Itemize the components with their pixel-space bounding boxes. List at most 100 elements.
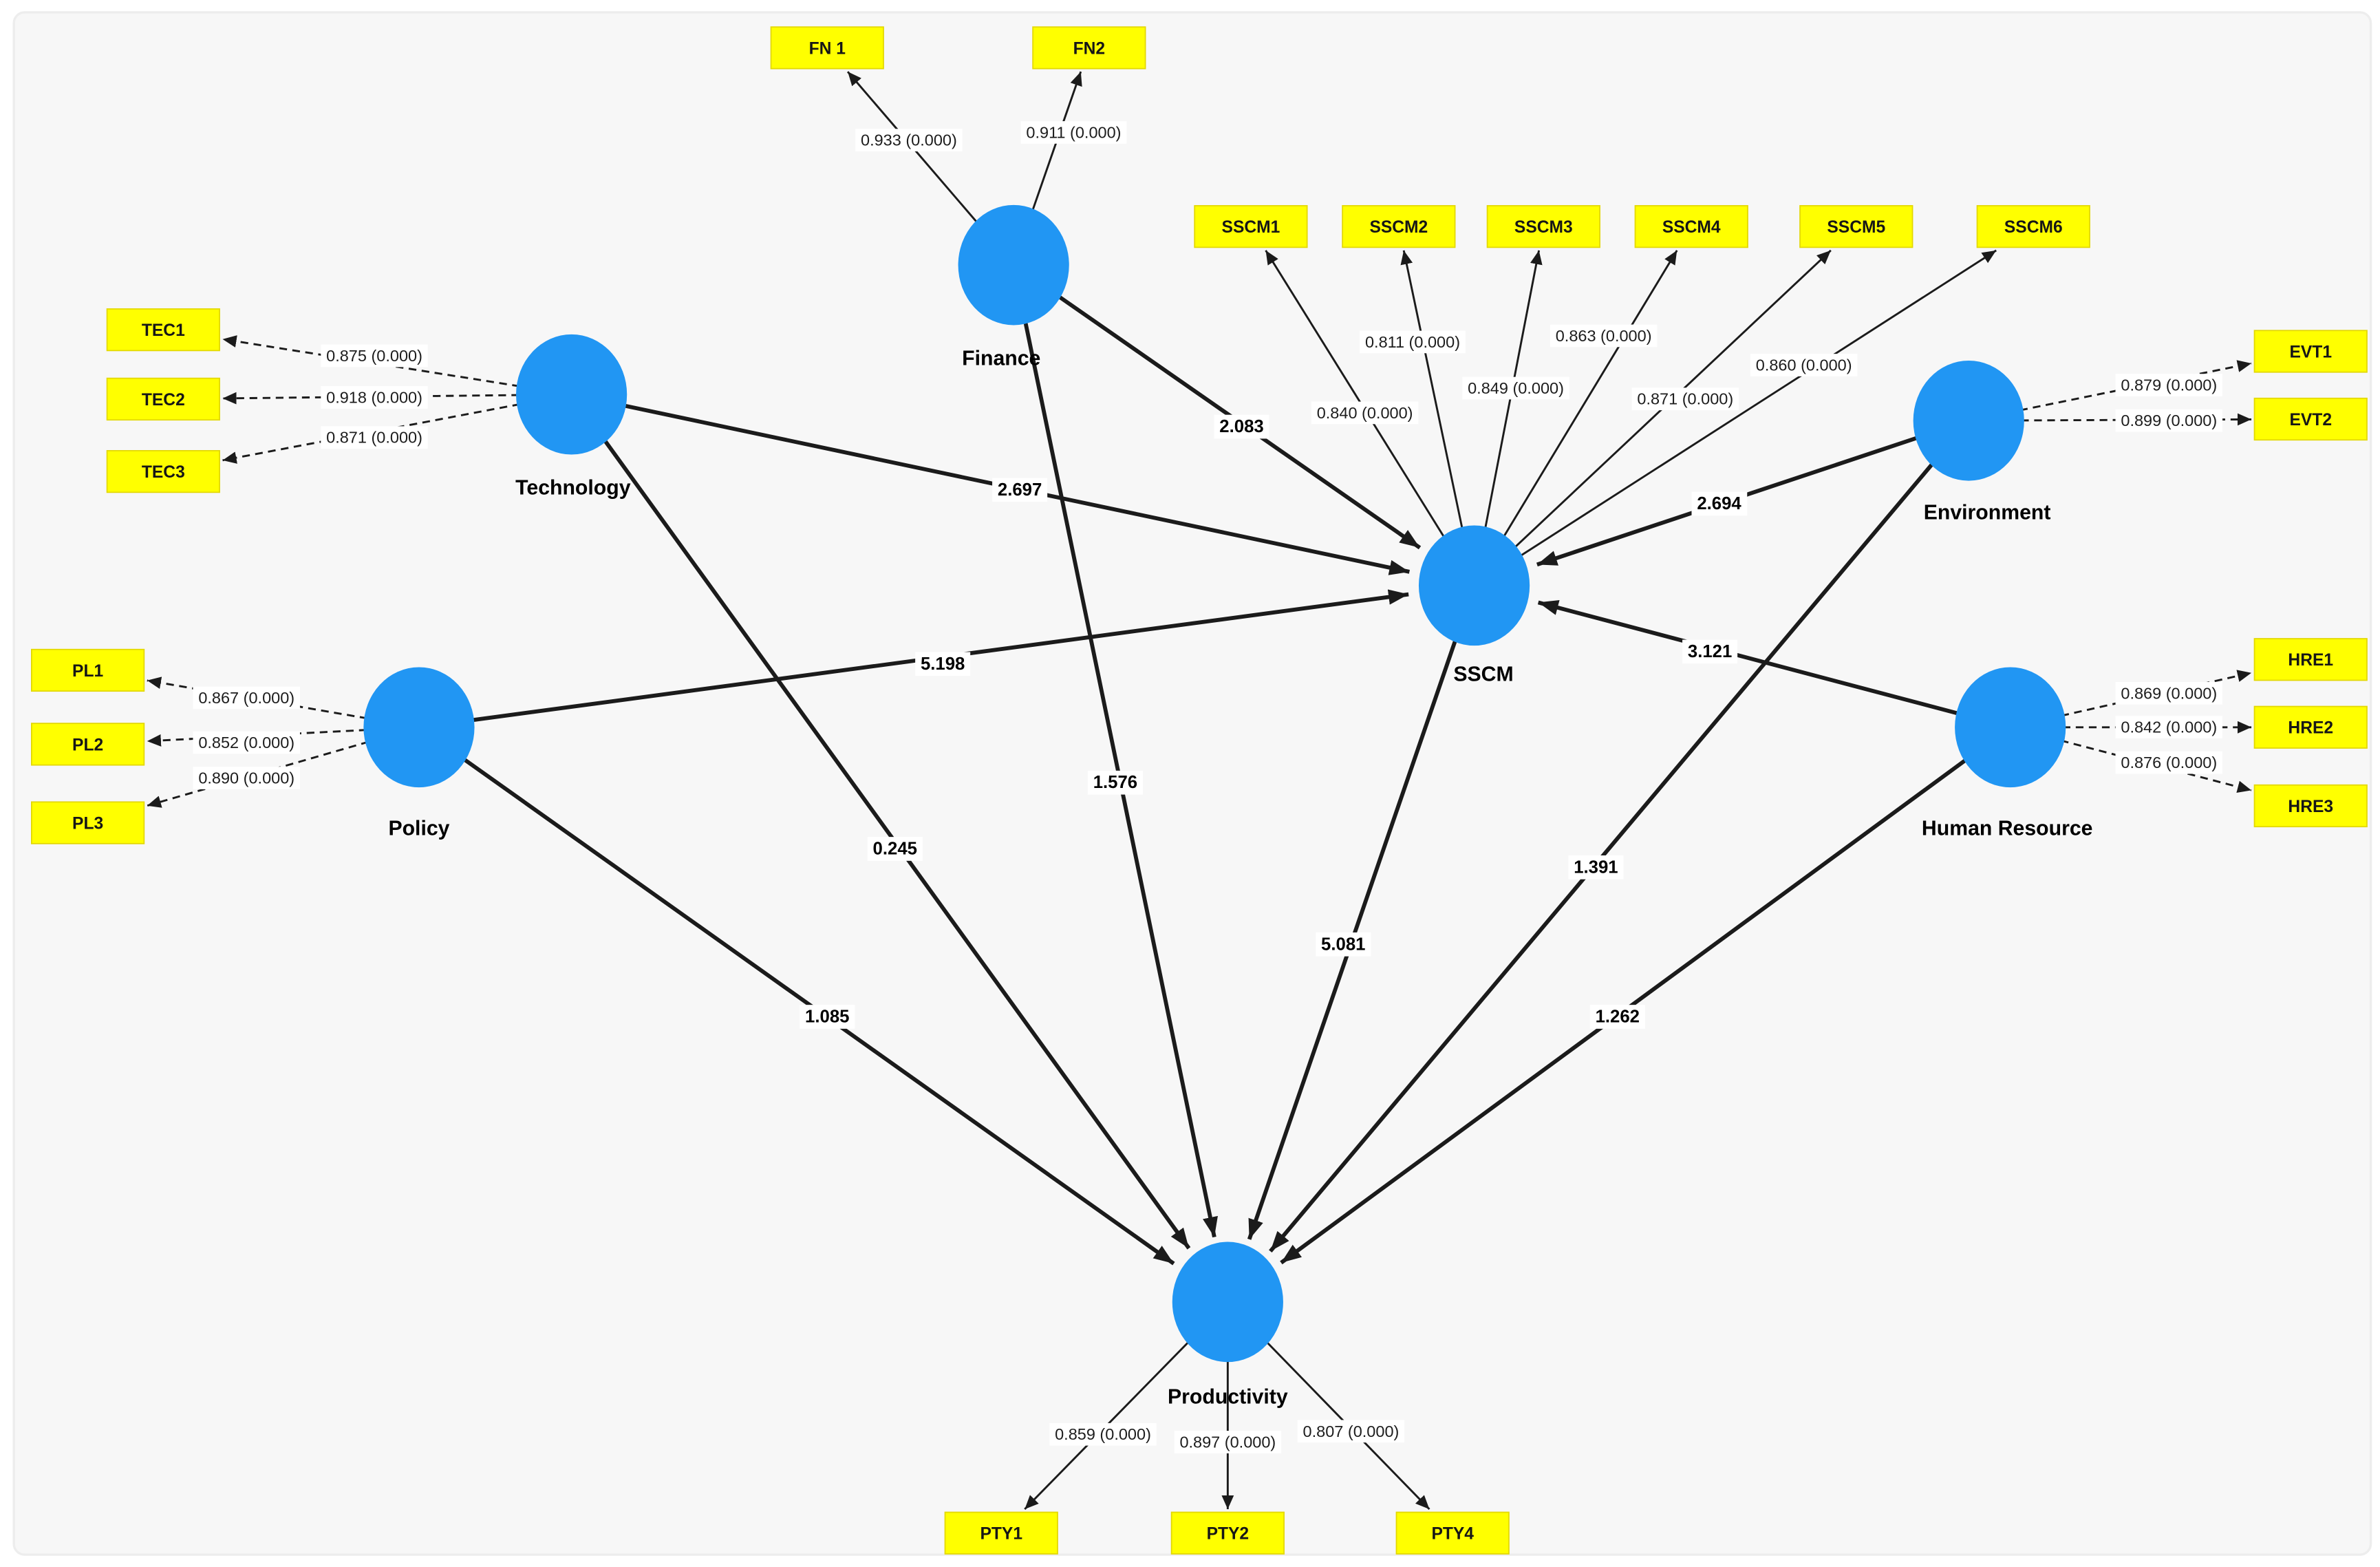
loading-label-PL3-bg bbox=[193, 767, 300, 789]
indicator-label-SSCM1: SSCM1 bbox=[1222, 218, 1280, 237]
indicator-box-EVT1 bbox=[2253, 330, 2368, 373]
loading-label-SSCM5-bg bbox=[1631, 387, 1739, 411]
indicator-label-FN2: FN2 bbox=[1073, 39, 1106, 58]
loading-label-SSCM1: 0.840 (0.000) bbox=[1317, 404, 1413, 422]
indicator-box-SSCM4 bbox=[1634, 205, 1748, 248]
construct-Technology bbox=[516, 334, 628, 455]
measurement-arrow-SSCM5 bbox=[1473, 249, 1832, 586]
construct-label-Technology: Technology bbox=[515, 477, 631, 500]
loading-label-HRE2-bg bbox=[2115, 716, 2223, 738]
indicator-box-PL3 bbox=[31, 801, 145, 844]
t-value-Environment-Productivity-bg bbox=[1568, 855, 1624, 880]
indicator-box-PL2 bbox=[31, 723, 145, 766]
loading-label-TEC3-bg bbox=[321, 426, 428, 449]
loading-label-PTY1: 0.859 (0.000) bbox=[1055, 1425, 1151, 1443]
indicator-box-EVT2 bbox=[2253, 397, 2368, 441]
construct-Finance bbox=[958, 204, 1069, 326]
t-value-HumanResource-SSCM: 3.121 bbox=[1688, 642, 1732, 661]
t-value-Finance-SSCM: 2.083 bbox=[1219, 417, 1263, 436]
loading-label-PTY2-bg bbox=[1174, 1431, 1282, 1453]
loading-label-PTY1-bg bbox=[1049, 1422, 1157, 1446]
loading-label-HRE2: 0.842 (0.000) bbox=[2121, 718, 2217, 736]
indicator-label-SSCM6: SSCM6 bbox=[2004, 218, 2063, 237]
loading-label-EVT2-bg bbox=[2115, 409, 2223, 432]
structural-path-Environment-SSCM bbox=[1536, 418, 1970, 567]
indicator-label-HRE1: HRE1 bbox=[2288, 651, 2333, 670]
structural-path-Finance-Productivity bbox=[1011, 264, 1218, 1238]
structural-path-Technology-SSCM bbox=[571, 392, 1410, 575]
structural-path-HumanResource-SSCM bbox=[1537, 600, 2011, 729]
loading-label-TEC1-bg bbox=[321, 344, 428, 367]
loading-label-HRE3: 0.876 (0.000) bbox=[2121, 754, 2217, 771]
structural-path-Policy-SSCM bbox=[418, 589, 1409, 729]
indicator-box-SSCM6 bbox=[1976, 205, 2090, 248]
indicator-label-HRE3: HRE3 bbox=[2288, 798, 2333, 816]
t-value-Policy-SSCM-bg bbox=[915, 652, 971, 676]
construct-HumanResource bbox=[1955, 667, 2066, 788]
indicator-label-PTY2: PTY2 bbox=[1207, 1525, 1250, 1544]
indicator-label-HRE2: HRE2 bbox=[2288, 719, 2333, 738]
loading-label-PL2-bg bbox=[193, 731, 300, 754]
indicator-label-SSCM3: SSCM3 bbox=[1514, 218, 1573, 237]
measurement-arrow-EVT1 bbox=[1968, 360, 2252, 422]
loading-label-SSCM6: 0.860 (0.000) bbox=[1756, 356, 1852, 374]
indicator-box-PL1 bbox=[31, 648, 145, 692]
loading-label-PL3: 0.890 (0.000) bbox=[198, 769, 294, 787]
t-value-HumanResource-Productivity-bg bbox=[1589, 1005, 1645, 1029]
loading-label-TEC2: 0.918 (0.000) bbox=[326, 389, 422, 407]
indicator-box-SSCM5 bbox=[1799, 205, 1913, 248]
loading-label-EVT2: 0.899 (0.000) bbox=[2121, 412, 2217, 429]
indicator-box-HRE2 bbox=[2253, 705, 2368, 749]
t-value-Policy-SSCM: 5.198 bbox=[921, 654, 965, 674]
indicator-label-EVT1: EVT1 bbox=[2289, 343, 2332, 361]
construct-label-Policy: Policy bbox=[388, 818, 449, 840]
measurement-arrow-SSCM6 bbox=[1473, 249, 1997, 587]
loading-label-PTY2: 0.897 (0.000) bbox=[1179, 1433, 1276, 1451]
measurement-arrow-PL3 bbox=[147, 726, 420, 808]
loading-label-TEC3: 0.871 (0.000) bbox=[326, 429, 422, 447]
construct-label-Environment: Environment bbox=[1924, 502, 2051, 524]
t-value-SSCM-Productivity: 5.081 bbox=[1321, 935, 1365, 954]
loading-label-SSCM4: 0.863 (0.000) bbox=[1556, 327, 1652, 345]
indicator-box-TEC3 bbox=[106, 450, 220, 493]
loading-label-HRE1-bg bbox=[2115, 682, 2223, 705]
loading-label-PL1: 0.867 (0.000) bbox=[198, 689, 294, 707]
structural-path-SSCM-Productivity bbox=[1247, 584, 1477, 1240]
loading-label-PTY4-bg bbox=[1297, 1420, 1405, 1443]
loading-label-SSCM2-bg bbox=[1360, 330, 1466, 354]
t-value-HumanResource-Productivity: 1.262 bbox=[1596, 1008, 1640, 1027]
loading-label-TEC2-bg bbox=[321, 386, 428, 409]
indicator-label-SSCM4: SSCM4 bbox=[1662, 218, 1721, 237]
indicator-label-PTY1: PTY1 bbox=[980, 1525, 1022, 1544]
t-value-Environment-SSCM-bg bbox=[1691, 491, 1748, 516]
indicator-box-PTY4 bbox=[1395, 1511, 1510, 1555]
t-value-Technology-Productivity: 0.245 bbox=[873, 839, 917, 858]
t-value-Finance-Productivity-bg bbox=[1087, 770, 1143, 795]
indicator-box-FN2 bbox=[1032, 26, 1146, 70]
t-value-Policy-Productivity-bg bbox=[800, 1005, 855, 1029]
loading-label-PL1-bg bbox=[193, 686, 300, 710]
construct-label-Productivity: Productivity bbox=[1168, 1386, 1288, 1409]
loading-label-SSCM2: 0.811 (0.000) bbox=[1365, 333, 1460, 351]
t-value-Policy-Productivity: 1.085 bbox=[805, 1008, 849, 1027]
loading-label-SSCM4-bg bbox=[1550, 324, 1658, 348]
loading-label-SSCM6-bg bbox=[1750, 354, 1858, 376]
loading-label-FN1-bg bbox=[855, 129, 963, 151]
construct-Policy bbox=[363, 667, 475, 788]
indicator-box-HRE3 bbox=[2253, 784, 2368, 828]
indicator-box-HRE1 bbox=[2253, 638, 2368, 681]
indicator-box-TEC1 bbox=[106, 308, 220, 352]
construct-SSCM bbox=[1418, 525, 1530, 646]
indicator-box-SSCM3 bbox=[1486, 205, 1600, 248]
construct-Environment bbox=[1913, 360, 2024, 481]
structural-path-Finance-SSCM bbox=[1012, 263, 1422, 550]
indicator-label-TEC1: TEC1 bbox=[142, 321, 185, 340]
indicator-label-PTY4: PTY4 bbox=[1431, 1525, 1474, 1544]
loading-label-FN2-bg bbox=[1020, 121, 1127, 144]
loading-label-SSCM3: 0.849 (0.000) bbox=[1468, 379, 1564, 397]
indicator-label-EVT2: EVT2 bbox=[2289, 411, 2332, 429]
t-value-Technology-Productivity-bg bbox=[867, 837, 923, 861]
construct-label-HumanResource: Human Resource bbox=[1922, 818, 2093, 840]
indicator-box-SSCM2 bbox=[1342, 205, 1456, 248]
